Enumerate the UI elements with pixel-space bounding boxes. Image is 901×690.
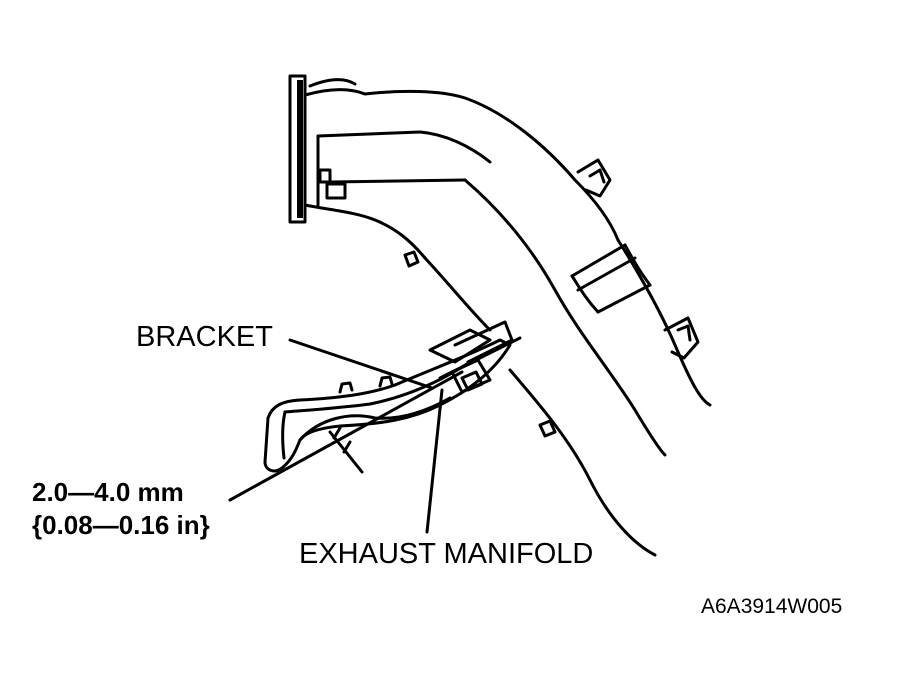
- bracket-leader-line: [288, 338, 434, 390]
- exhaust-manifold-label: EXHAUST MANIFOLD: [299, 538, 594, 570]
- bracket-label: BRACKET: [136, 321, 273, 353]
- figure-id: A6A3914W005: [701, 595, 843, 618]
- clearance-mm-label: 2.0—4.0 mm: [32, 477, 184, 507]
- engine-flange: [288, 74, 307, 224]
- clearance-leader-line: [228, 370, 464, 502]
- exhaust-manifold-pipe: [303, 78, 712, 557]
- exhaust-manifold-leader-line: [425, 388, 444, 534]
- bracket: [263, 320, 522, 473]
- clearance-dimension: [328, 426, 364, 474]
- clearance-in-label: {0.08—0.16 in}: [32, 510, 210, 540]
